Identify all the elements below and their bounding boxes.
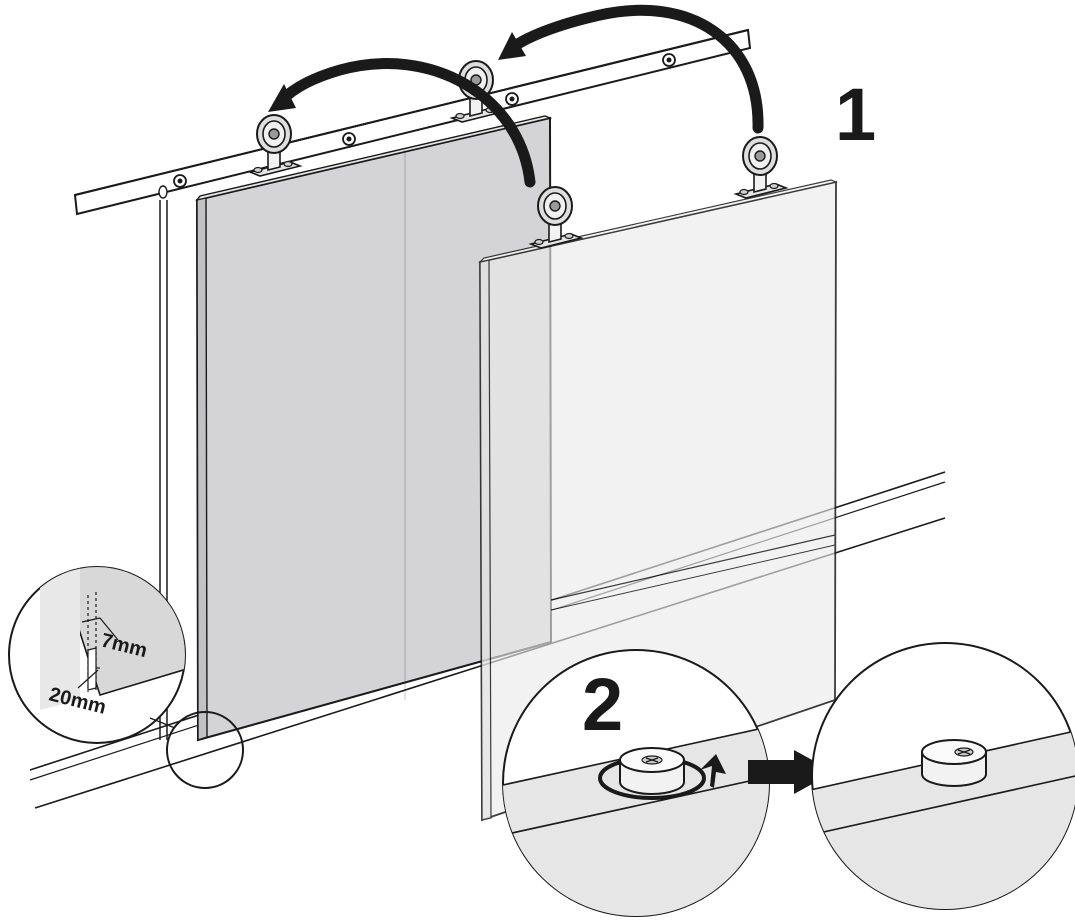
step-1-number: 1	[835, 73, 876, 156]
door-ghost	[478, 179, 839, 822]
groove-detail: 7mm 20mm	[8, 566, 186, 744]
detail-focus-circle	[166, 711, 244, 789]
floor-guide-detail-before: 2	[502, 649, 770, 917]
step-2-number: 2	[582, 663, 623, 746]
roller-hanger-right-ghost	[735, 136, 787, 199]
top-rail	[73, 28, 752, 216]
door-installed	[195, 115, 553, 742]
floor-guide-detail-after	[811, 642, 1075, 910]
detail-leader	[149, 717, 176, 729]
lift-arrows	[268, 4, 764, 188]
